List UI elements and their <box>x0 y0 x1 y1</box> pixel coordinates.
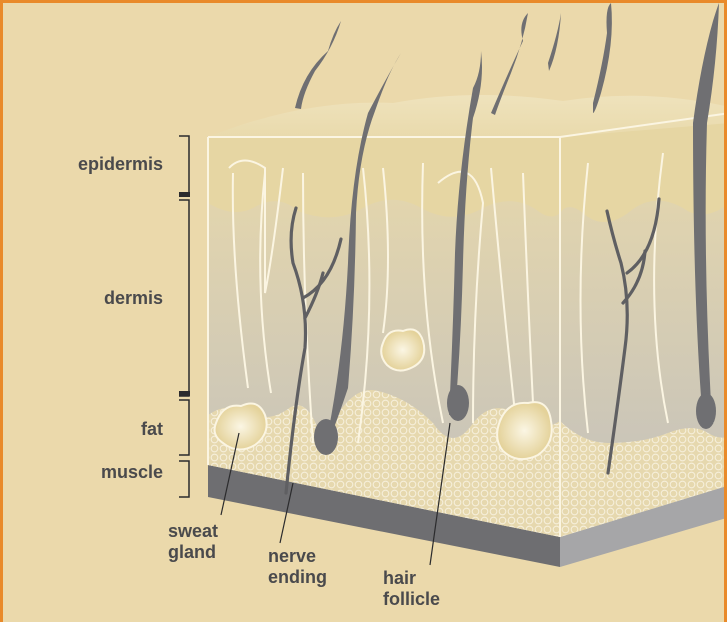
label-muscle: muscle <box>43 462 163 483</box>
skin-cross-section <box>3 3 727 622</box>
label-sweat-gland-line1: sweat <box>168 521 218 542</box>
label-epidermis: epidermis <box>43 154 163 175</box>
label-nerve-ending-line2: ending <box>268 567 327 588</box>
label-nerve-ending: nerve ending <box>268 546 327 588</box>
layer-brackets <box>179 136 189 497</box>
label-hair-follicle-line1: hair <box>383 568 440 589</box>
label-sweat-gland-line2: gland <box>168 542 218 563</box>
label-hair-follicle-line2: follicle <box>383 589 440 610</box>
label-dermis: dermis <box>43 288 163 309</box>
label-fat: fat <box>43 419 163 440</box>
label-sweat-gland: sweat gland <box>168 521 218 563</box>
label-hair-follicle: hair follicle <box>383 568 440 610</box>
label-nerve-ending-line1: nerve <box>268 546 327 567</box>
